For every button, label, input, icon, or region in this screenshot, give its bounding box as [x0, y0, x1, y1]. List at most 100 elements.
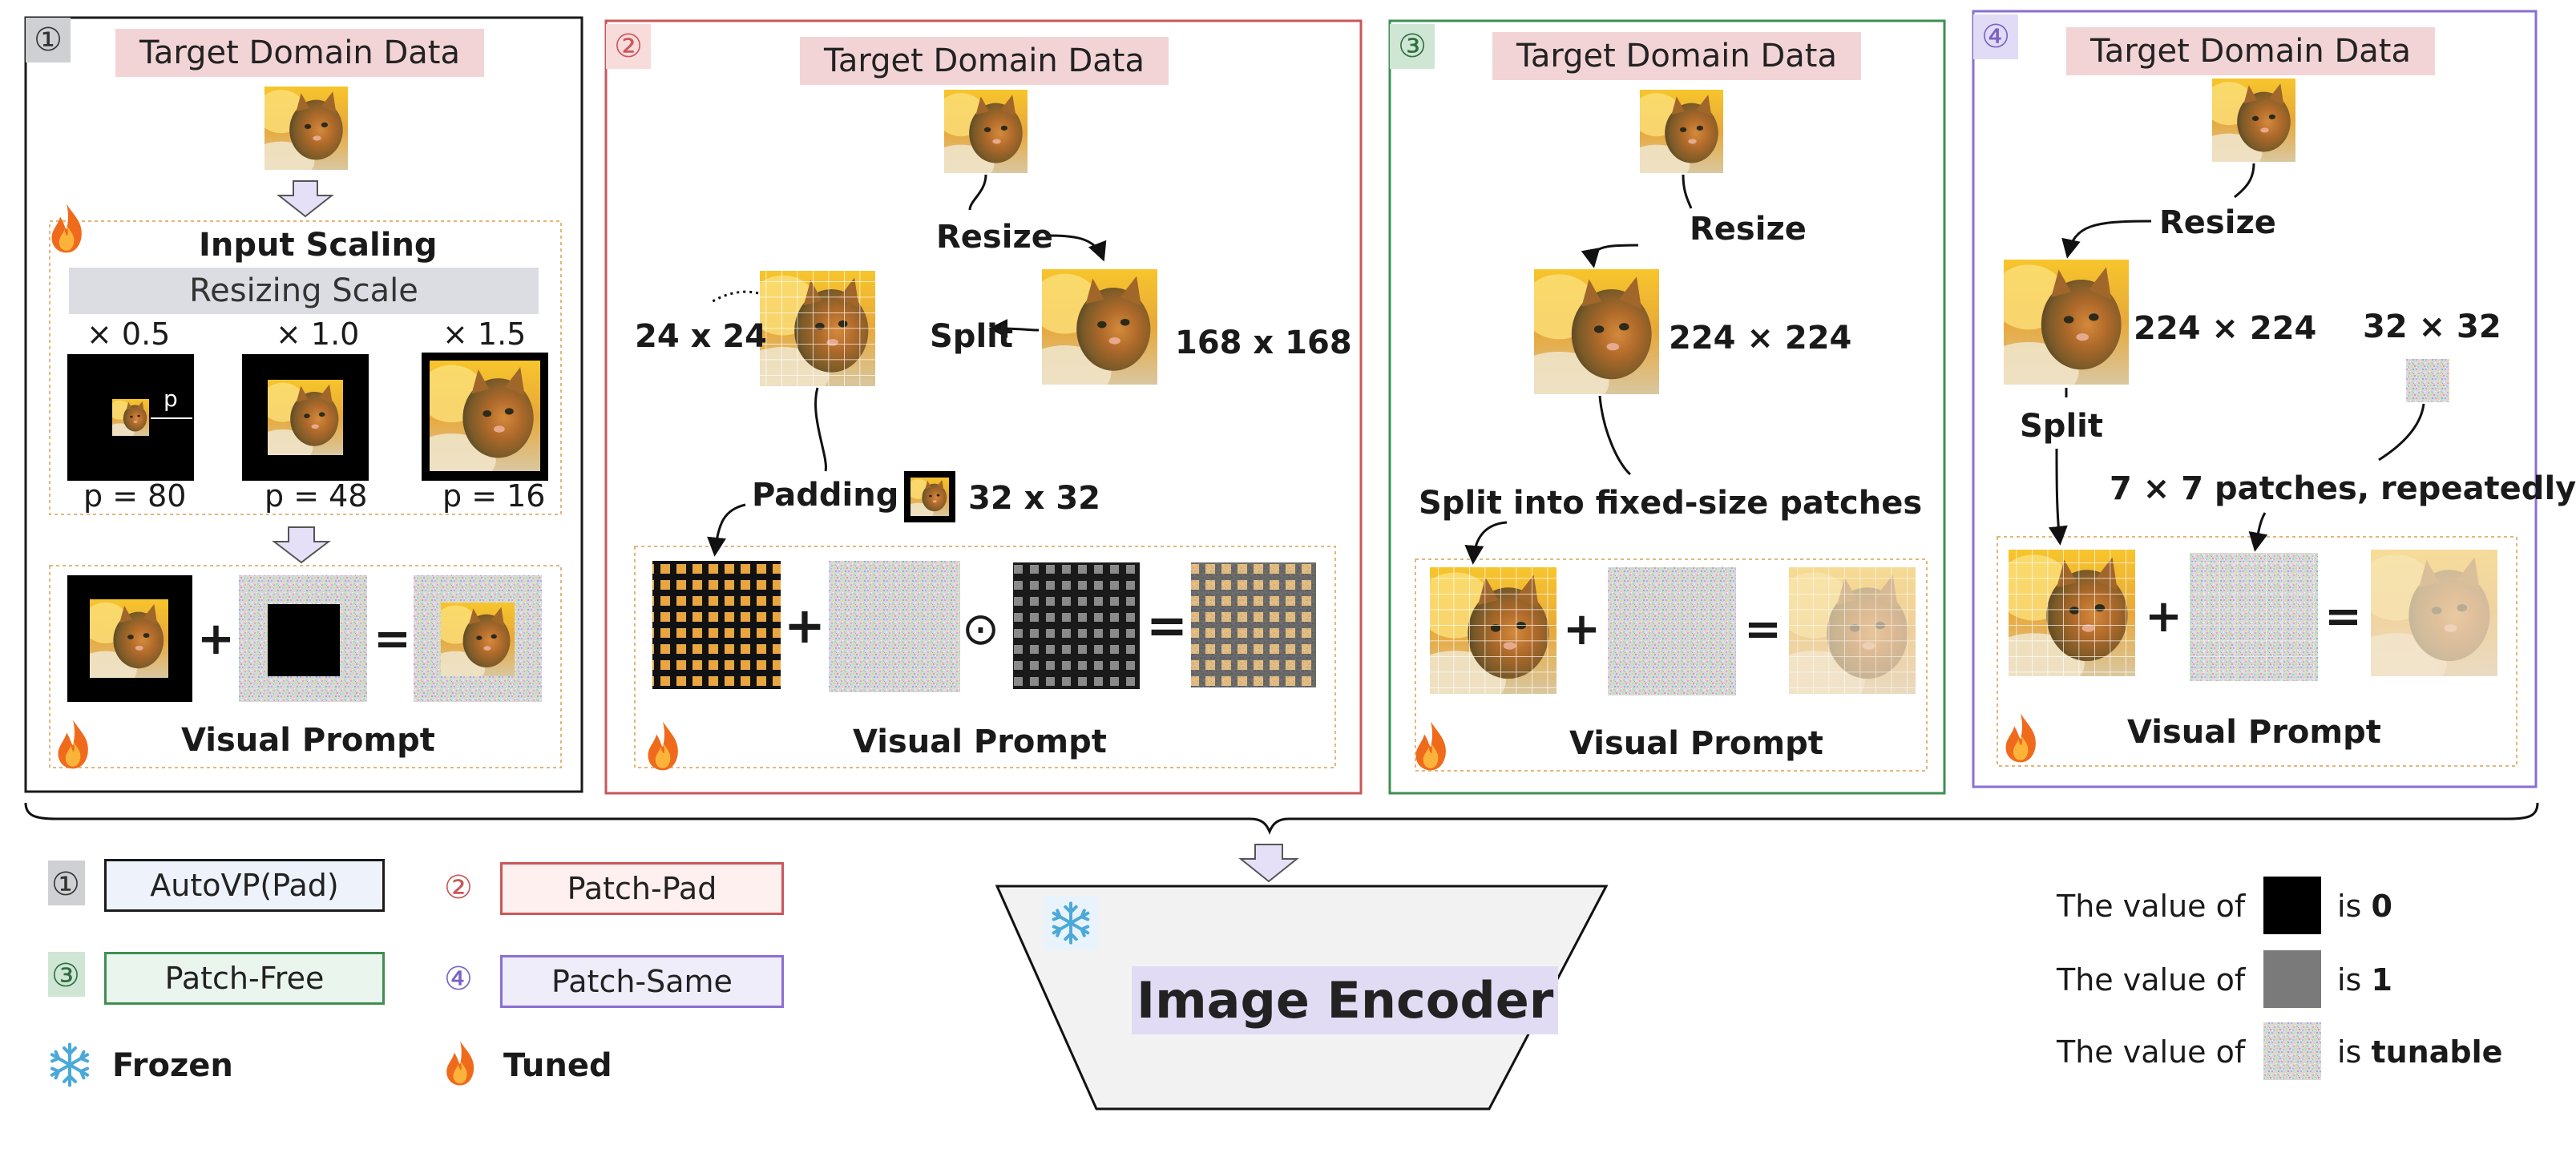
cat-image [2212, 79, 2295, 162]
target-domain-label: Target Domain Data [800, 37, 1169, 85]
cat-image [2371, 550, 2497, 676]
split-label: Split [930, 318, 1013, 355]
target-domain-label: Target Domain Data [1492, 32, 1861, 80]
p-marker: p [164, 385, 178, 412]
legend-number-2: ② [444, 869, 473, 906]
cat-image [2004, 260, 2129, 385]
legend-autovp-pad: AutoVP(Pad) [104, 859, 385, 912]
badge-bg-1 [26, 18, 71, 62]
pad-label-80: p = 80 [83, 478, 187, 514]
value-tunable: tunable [2371, 1034, 2503, 1070]
padded-patches [652, 561, 781, 689]
mask-grid [1013, 562, 1140, 689]
legend-patch-pad: Patch-Pad [500, 862, 784, 915]
legend-badge-1 [48, 861, 85, 905]
snowflake-icon [52, 1044, 87, 1085]
pad-label-48: p = 48 [264, 478, 368, 514]
scale-label-15: × 1.5 [442, 316, 527, 352]
fire-icon [648, 721, 678, 771]
equals-sign: = [373, 613, 411, 665]
visual-prompt-box-3 [1415, 558, 1928, 772]
fire-icon [2005, 713, 2036, 763]
cat-image [264, 87, 348, 170]
fire-icon [1415, 721, 1446, 771]
split-arrow [1464, 521, 1508, 565]
plus-sign: + [1563, 603, 1601, 655]
input-scaling-box [49, 220, 562, 515]
odot-sign: ⊙ [962, 603, 999, 655]
scale-label-10: × 1.0 [276, 316, 360, 352]
prompt2-output-cells [1191, 562, 1316, 687]
split-arrow [988, 319, 1040, 339]
connector [2378, 403, 2425, 462]
split-patches-label: Split into fixed-size patches [1419, 485, 1923, 522]
size-label-24: 24 x 24 [635, 318, 767, 355]
panel-patch-free [1388, 19, 1946, 795]
legend-patch-free: Patch-Free [104, 952, 385, 1005]
legend-badge-3 [48, 952, 85, 997]
resize-arrow [1046, 234, 1107, 262]
size-label-32: 32 × 32 [2363, 308, 2501, 345]
fire-icon [51, 204, 82, 253]
equals-sign: = [1146, 596, 1188, 655]
dotted-pointer [709, 290, 759, 304]
panel-patch-same [1972, 10, 2538, 788]
value-swatch-grey [2263, 950, 2321, 1008]
patches-arrow [2248, 512, 2268, 552]
value-zero: 0 [2371, 889, 2392, 924]
legend-number-3: ③ [51, 957, 80, 994]
legend-patch-same: Patch-Same [500, 955, 784, 1008]
connector [968, 174, 987, 211]
equals-sign: = [1744, 603, 1782, 655]
padding-arrow [707, 503, 746, 557]
resize-arrow [2061, 220, 2152, 259]
panel-number-2: ② [614, 28, 643, 65]
resize-label: Resize [936, 219, 1053, 256]
plus-sign: + [197, 613, 235, 665]
value-one: 1 [2371, 962, 2392, 998]
prompt2-noise [829, 561, 960, 692]
fire-icon [446, 1041, 474, 1086]
plus-sign: + [2145, 591, 2182, 643]
scale-label-05: × 0.5 [87, 316, 171, 352]
visual-prompt-caption: Visual Prompt [853, 724, 1107, 760]
value-swatch-black [2263, 877, 2321, 934]
visual-prompt-caption: Visual Prompt [2127, 714, 2381, 751]
panel-number-1: ① [34, 22, 63, 58]
value-text-black: The value of [2057, 889, 2246, 924]
bottom-brace [24, 802, 2539, 836]
visual-prompt-box-2 [634, 546, 1336, 768]
down-arrow-2 [272, 526, 331, 564]
value-text-grey: The value of [2057, 962, 2246, 998]
connector [2234, 163, 2255, 199]
legend-tuned: Tuned [503, 1047, 612, 1084]
input-scaling-title: Input Scaling [199, 227, 438, 264]
patches-repeated-label: 7 × 7 patches, repeatedly [2110, 470, 2576, 507]
resize-arrow [1581, 244, 1639, 268]
connector [1598, 395, 1632, 476]
image-encoder-label: Image Encoder [1132, 966, 1559, 1034]
value-is-grey: is 1 [2337, 962, 2392, 998]
value-text-noise: The value of [2057, 1034, 2246, 1070]
visual-prompt-box-1 [49, 565, 562, 768]
panel-autovp-pad [24, 16, 583, 793]
down-arrow-encoder [1238, 844, 1299, 883]
small-noise-patch [2406, 359, 2449, 402]
split-arrow [2048, 448, 2068, 546]
legend-number-1: ① [51, 866, 80, 903]
prompt4-noise-grid [2190, 553, 2318, 681]
cat-image [1534, 269, 1659, 394]
prompt3-output-grid [1789, 567, 1916, 694]
fire-icon [58, 720, 88, 769]
connector [1682, 174, 1693, 209]
target-domain-label: Target Domain Data [115, 29, 484, 77]
prompt3-noise [1608, 567, 1736, 695]
size-label-224: 224 × 224 [1669, 320, 1852, 357]
cat-image [944, 90, 1028, 173]
resize-label: Resize [1690, 211, 1807, 248]
patch-grid [2009, 550, 2135, 676]
target-domain-label: Target Domain Data [2066, 27, 2435, 75]
padding-label: Padding [752, 477, 899, 514]
size-label-168: 168 x 168 [1175, 324, 1352, 361]
